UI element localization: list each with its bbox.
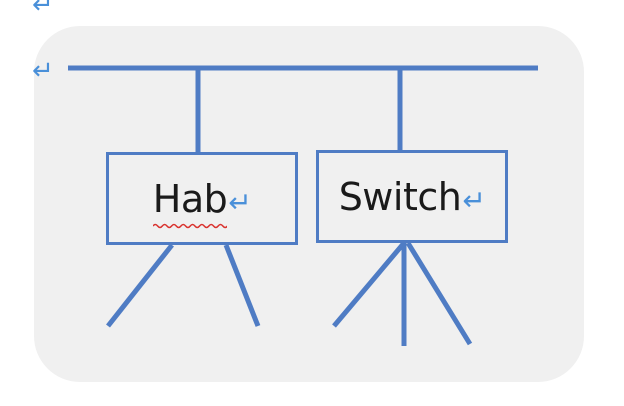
switch-port-line <box>332 241 406 328</box>
paragraph-mark-icon: ↵ <box>228 185 252 219</box>
hub-label-text: Hab <box>152 176 228 221</box>
hub-label: Hab ↵ <box>152 176 252 228</box>
hub-box: Hab ↵ <box>106 152 298 245</box>
hub-port-line <box>223 244 261 327</box>
hub-port-line <box>106 243 174 328</box>
spelling-error-underline <box>152 223 228 228</box>
paragraph-mark-icon: ↵ <box>32 0 54 20</box>
switch-box: Switch ↵ <box>316 150 508 243</box>
switch-label-text: Switch <box>338 174 462 219</box>
paragraph-mark-icon: ↵ <box>32 56 54 86</box>
switch-label: Switch ↵ <box>339 175 486 219</box>
switch-port-line <box>405 241 473 346</box>
paragraph-mark-icon: ↵ <box>462 183 486 217</box>
